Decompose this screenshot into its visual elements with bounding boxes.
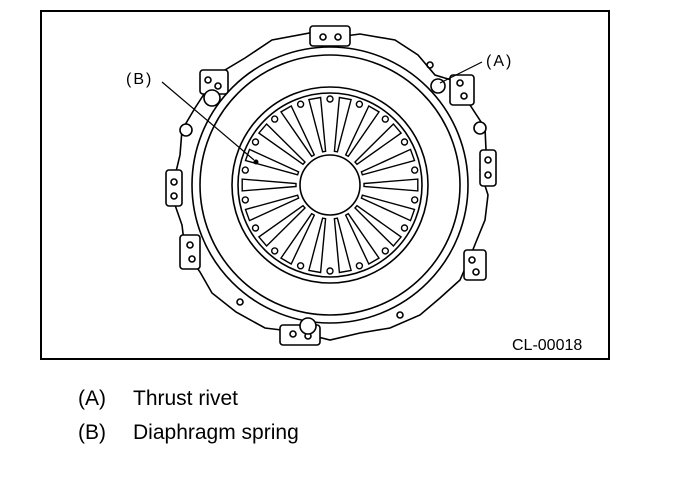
clutch-cover-drawing [165, 25, 497, 346]
legend-row-a: (A) Thrust rivet [78, 387, 299, 421]
spring-finger [333, 96, 352, 153]
spring-finger [360, 148, 416, 176]
spring-slot [400, 138, 409, 146]
spring-slot [355, 262, 364, 270]
figure-frame: (A) (B) CL-00018 [40, 10, 610, 360]
legend: (A) Thrust rivet (B) Diaphragm spring [78, 387, 299, 455]
legend-key-a: (A) [78, 387, 106, 410]
legend-label-a: Thrust rivet [133, 387, 239, 410]
spring-slot [411, 196, 419, 204]
legend-label-b: Diaphragm spring [133, 421, 299, 444]
callout-b-label: (B) [126, 71, 153, 88]
spring-slot [381, 247, 389, 255]
callout-b-dot [253, 159, 259, 165]
figure-id: CL-00018 [512, 337, 582, 354]
callout-a-leader [439, 61, 483, 84]
spring-finger [257, 204, 306, 248]
spring-finger [257, 122, 306, 166]
spring-slot [411, 166, 419, 174]
spring-slot [400, 224, 409, 232]
spring-finger [308, 217, 327, 274]
callout-b-leader [161, 81, 255, 161]
spring-finger [244, 194, 300, 222]
hub [299, 154, 361, 216]
spring-slot [270, 247, 279, 255]
callout-b: (B) [126, 71, 259, 165]
spring-finger [354, 204, 403, 248]
spring-finger [360, 194, 416, 222]
spring-finger [363, 178, 419, 192]
spring-finger [308, 96, 327, 153]
spring-slot [251, 224, 260, 232]
spring-slot [381, 115, 389, 123]
spring-finger [244, 148, 300, 176]
spring-slot [251, 138, 260, 146]
spring-slot [296, 262, 305, 270]
spring-slot [326, 95, 334, 103]
spring-slot [270, 115, 279, 123]
spring-finger [241, 178, 297, 192]
spring-finger [279, 212, 316, 265]
spring-finger [279, 105, 316, 158]
spring-finger [344, 105, 381, 158]
legend-row-b: (B) Diaphragm spring [78, 421, 299, 455]
callout-a-label: (A) [486, 53, 513, 70]
spring-slot [326, 267, 334, 275]
spring-slot [241, 196, 250, 204]
diaphragm-spring-fingers [241, 95, 419, 275]
spring-slot [241, 166, 250, 174]
spring-finger [333, 217, 352, 274]
callout-a: (A) [439, 53, 513, 84]
spring-finger [344, 212, 381, 265]
spring-slot [355, 100, 364, 108]
spring-finger [354, 122, 403, 166]
legend-key-b: (B) [78, 421, 106, 444]
spring-slot [296, 100, 305, 108]
